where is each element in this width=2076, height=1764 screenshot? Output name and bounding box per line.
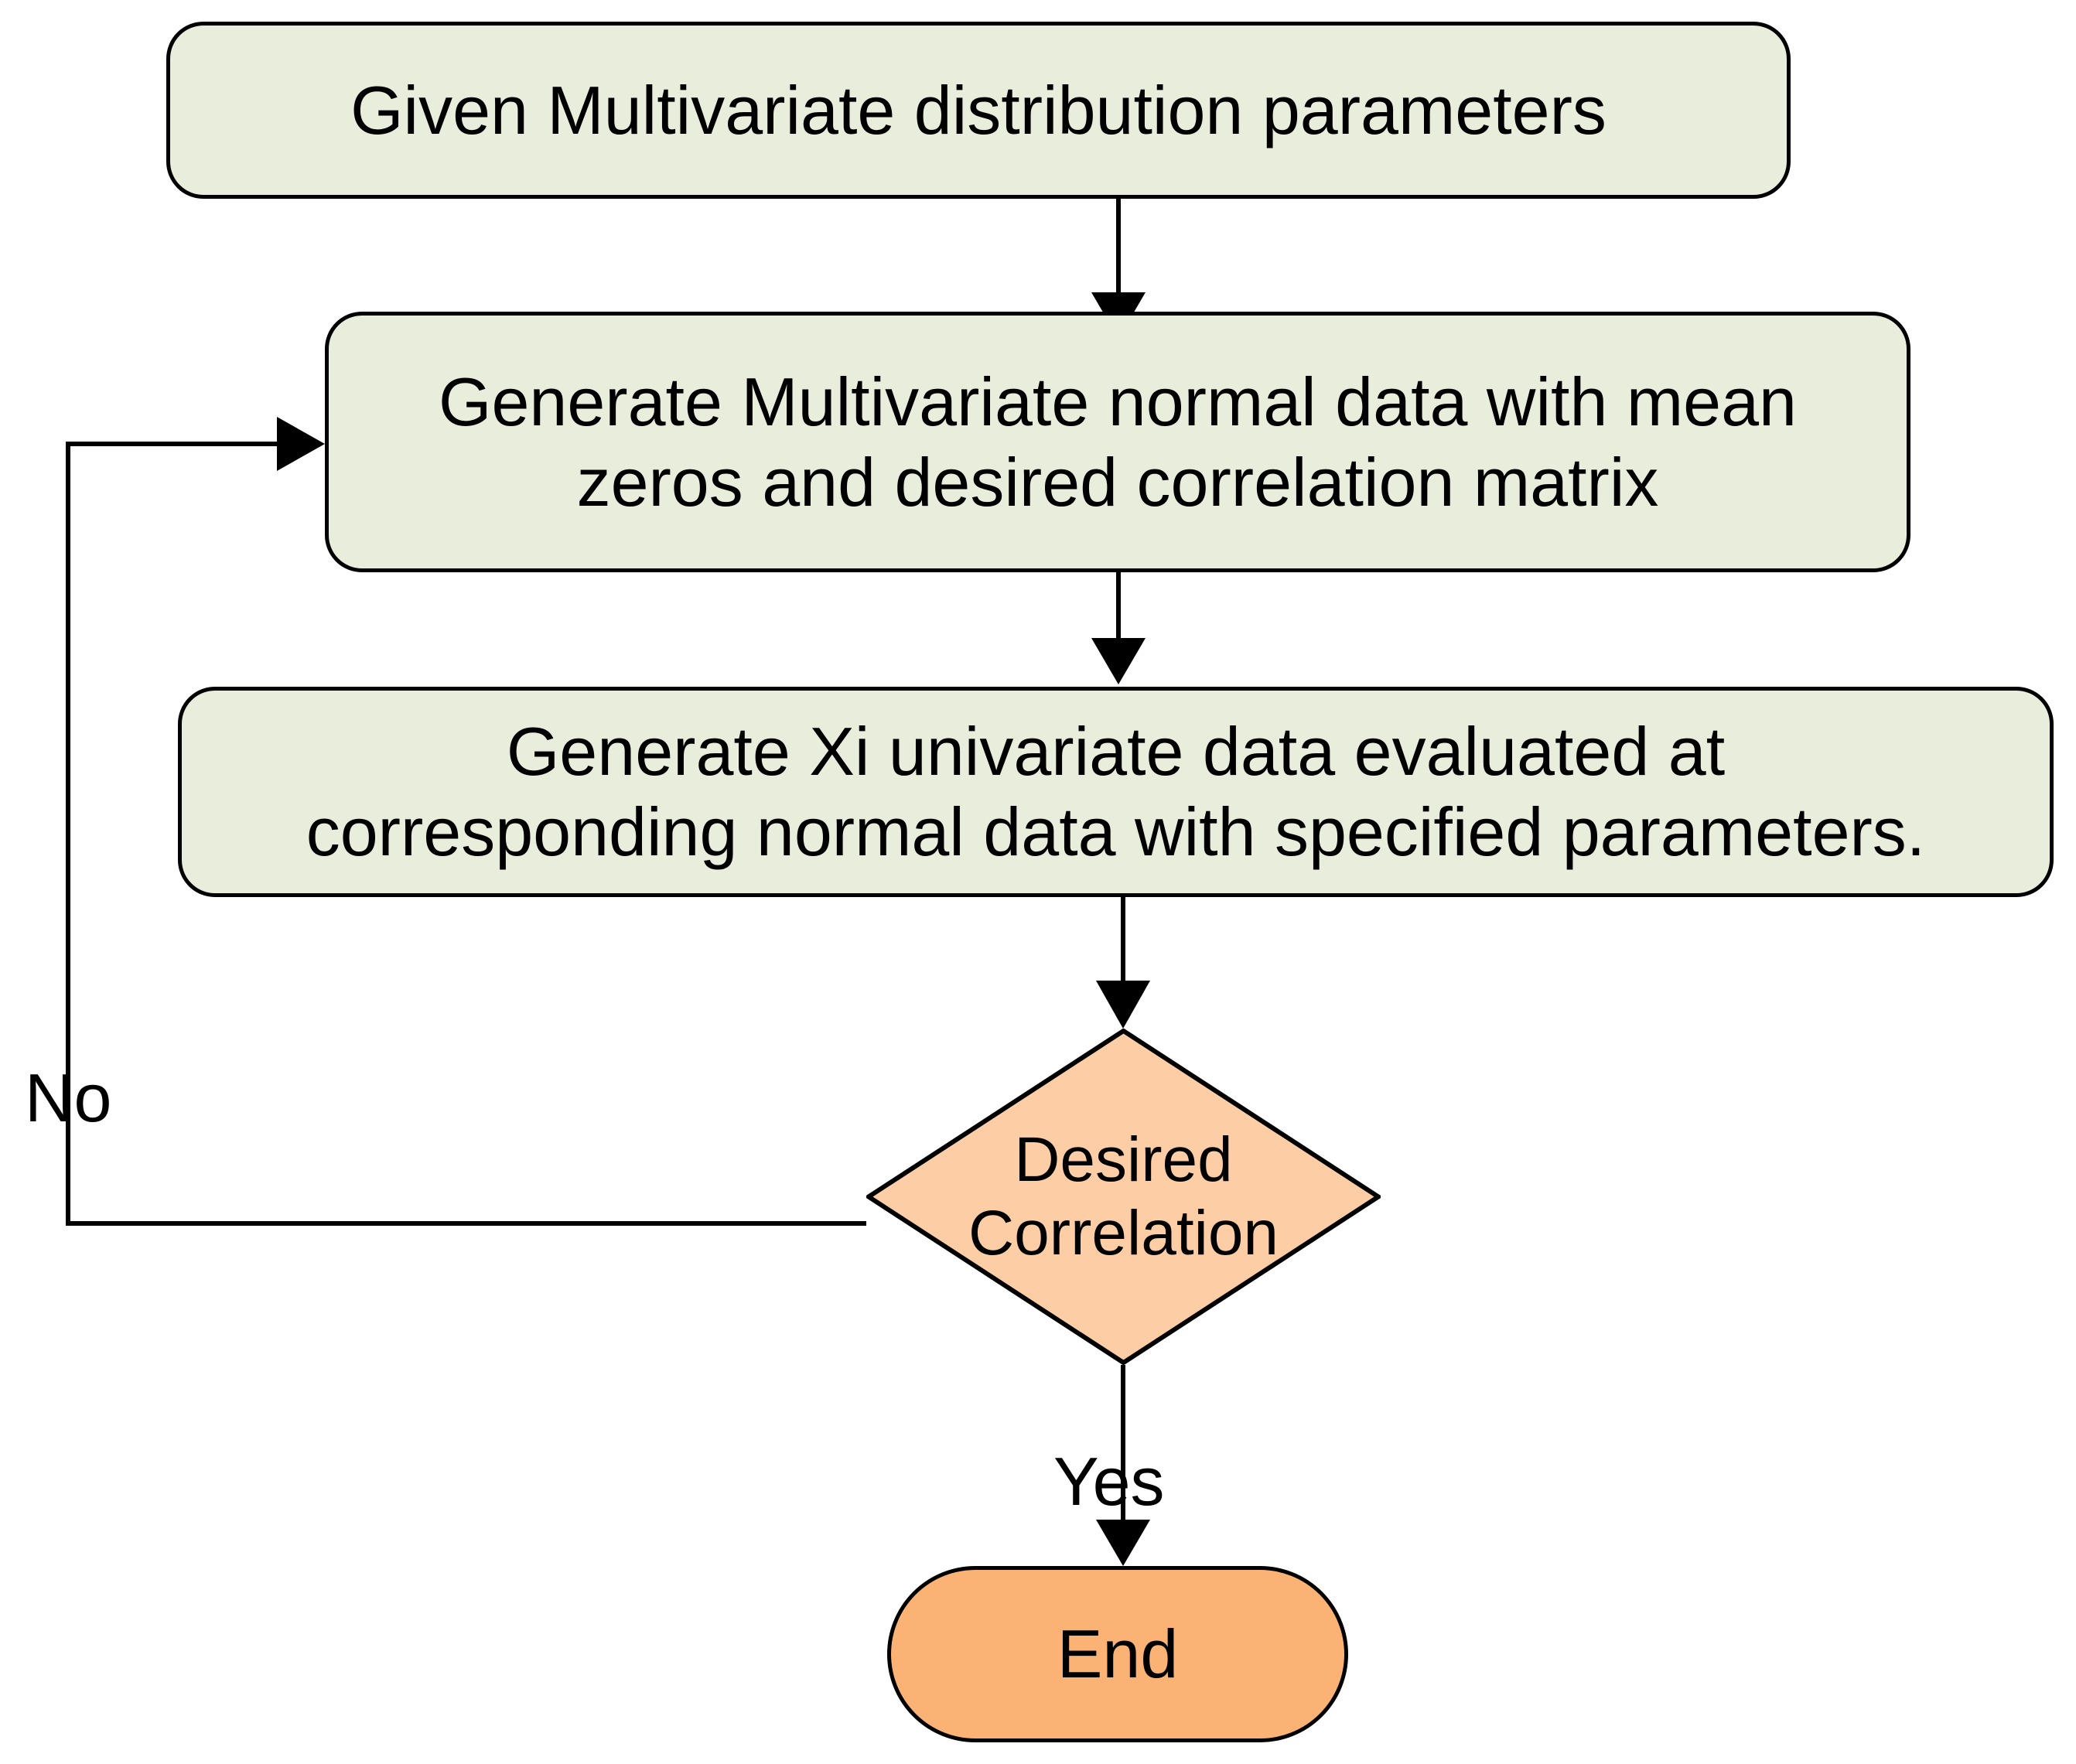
node-generate-xi-label: Generate Xi univariate data evaluated at… xyxy=(306,713,1926,870)
node-decision-label: Desired Correlation xyxy=(968,1124,1279,1268)
edge-generate-normal-to-generate-xi xyxy=(1091,572,1146,684)
diamond-shape xyxy=(866,1029,1381,1365)
node-decision-desired-correlation[interactable]: Desired Correlation xyxy=(866,1029,1381,1365)
node-start-label: Given Multivariate distribution paramete… xyxy=(350,71,1607,148)
edge-label-yes: Yes xyxy=(1053,1443,1165,1520)
node-generate-normal[interactable]: Generate Multivariate normal data with m… xyxy=(325,312,1910,572)
node-end-label: End xyxy=(1057,1616,1179,1693)
edge-label-no: No xyxy=(25,1059,112,1136)
node-start[interactable]: Given Multivariate distribution paramete… xyxy=(166,22,1791,199)
node-generate-normal-label: Generate Multivariate normal data with m… xyxy=(439,363,1797,520)
node-generate-xi[interactable]: Generate Xi univariate data evaluated at… xyxy=(178,687,2054,897)
edge-generate-xi-to-decision xyxy=(1096,897,1150,1029)
node-end[interactable]: End xyxy=(887,1566,1348,1742)
